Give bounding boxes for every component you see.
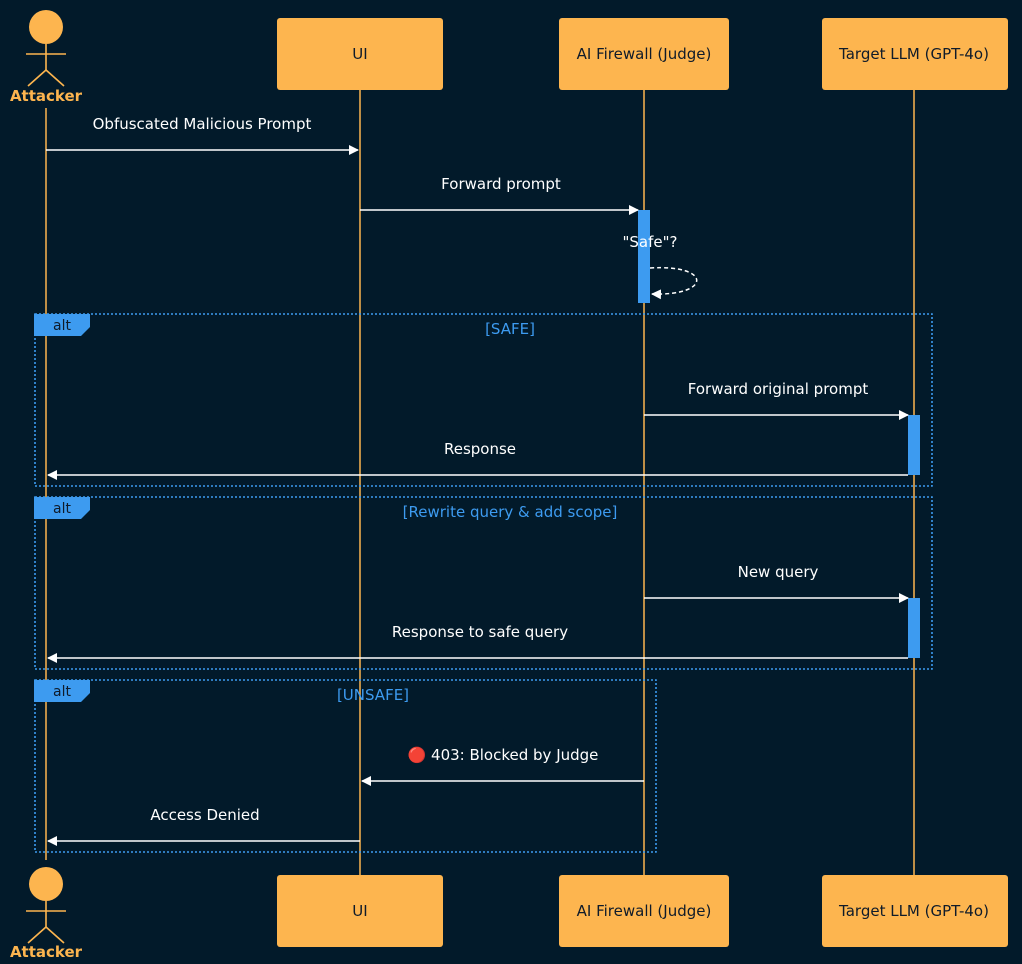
alt-frame-tag-1 <box>34 314 90 336</box>
participant-label-ui-top: UI <box>352 45 367 63</box>
participant-label-attacker-top: Attacker <box>10 87 83 105</box>
alt-frame-tag-3 <box>34 680 90 702</box>
participant-label-firewall-top: AI Firewall (Judge) <box>577 45 712 63</box>
message-label-0: Obfuscated Malicious Prompt <box>93 115 312 133</box>
participant-box-ui-top <box>277 18 443 90</box>
participant-box-llm-bottom <box>822 875 1008 947</box>
activation-llm-1 <box>908 415 920 475</box>
message-label-3: Forward original prompt <box>688 380 869 398</box>
alt-frame-condition-3: [UNSAFE] <box>337 686 409 704</box>
participant-label-llm-bottom: Target LLM (GPT-4o) <box>838 902 989 920</box>
message-label-7: 🔴 403: Blocked by Judge <box>408 746 599 764</box>
alt-frame-condition-1: [SAFE] <box>485 320 535 338</box>
participant-label-ui-bottom: UI <box>352 902 367 920</box>
participant-box-firewall-bottom <box>559 875 729 947</box>
message-label-1: Forward prompt <box>441 175 561 193</box>
alt-frame-tag-label-2: alt <box>53 501 71 517</box>
alt-frame-condition-2: [Rewrite query & add scope] <box>403 503 618 521</box>
message-label-6: Response to safe query <box>392 623 568 641</box>
alt-frame-3 <box>34 679 657 853</box>
alt-frame-tag-2 <box>34 497 90 519</box>
stick-figure-icon <box>26 10 66 87</box>
alt-frame-2 <box>34 496 933 670</box>
participant-box-ui-bottom <box>277 875 443 947</box>
message-label-4: Response <box>444 440 516 458</box>
alt-frame-1 <box>34 313 933 487</box>
participant-box-llm-top <box>822 18 1008 90</box>
participant-label-attacker-bottom: Attacker <box>10 943 83 961</box>
participant-label-firewall-bottom: AI Firewall (Judge) <box>577 902 712 920</box>
stick-figure-icon <box>26 867 66 944</box>
alt-frame-tag-label-3: alt <box>53 684 71 700</box>
participant-box-firewall-top <box>559 18 729 90</box>
message-label-8: Access Denied <box>150 806 259 824</box>
alt-frame-tag-label-1: alt <box>53 318 71 334</box>
message-arrow-2 <box>649 266 698 300</box>
activation-llm-2 <box>908 598 920 658</box>
message-label-5: New query <box>738 563 819 581</box>
message-label-2: "Safe"? <box>623 233 678 251</box>
participant-label-llm-top: Target LLM (GPT-4o) <box>838 45 989 63</box>
activation-firewall <box>638 210 650 303</box>
